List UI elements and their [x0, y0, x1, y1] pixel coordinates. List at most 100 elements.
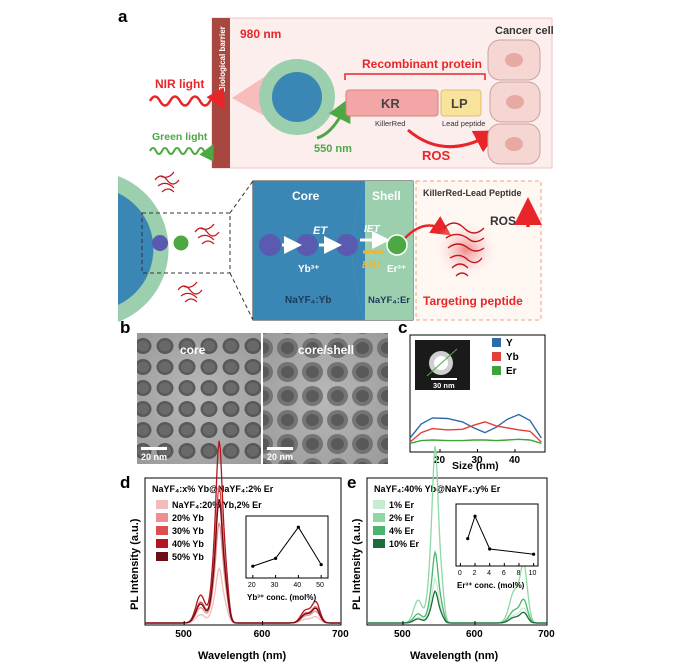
- panel-e-spectra: [367, 446, 547, 624]
- tem-shell-scale-text: 20 nm: [267, 452, 293, 462]
- surface-protein-1: [154, 171, 180, 193]
- emission-label: 550 nm: [314, 143, 352, 155]
- panel-d-inset-line: [252, 526, 322, 567]
- surface-protein-2: [194, 223, 220, 245]
- lp-box: [440, 89, 482, 117]
- panel-d-inset-frame: [245, 515, 329, 579]
- haadf-scalebar: [431, 378, 457, 380]
- large-particle-core: [118, 193, 154, 305]
- lp-label: LP: [451, 96, 468, 111]
- panel-e-legend-swatch: [373, 539, 385, 548]
- panel-e-inset-point: [473, 514, 477, 518]
- panel-d-legend-swatch: [156, 500, 168, 509]
- panel-d-x-tick-label: 700: [332, 629, 349, 640]
- core-formula: NaYF₄:Yb: [285, 295, 331, 306]
- nir-light-label: NIR light: [155, 77, 204, 91]
- cell-nucleus-1: [505, 53, 523, 67]
- ros-top-label: ROS: [422, 148, 451, 163]
- er-ion-label: Er³⁺: [387, 264, 406, 275]
- panel-d-inset-xlabel: Yb³⁺ conc. (mol%): [247, 593, 316, 602]
- panel-d-inset-point: [296, 525, 300, 529]
- panel-e-legend-swatch: [373, 500, 385, 509]
- legend-label-er: Er: [506, 366, 517, 377]
- panel-e-legend-swatch: [373, 513, 385, 522]
- panel-e-legend-label: 1% Er: [389, 500, 415, 510]
- panel-d-inset-tick-label: 40: [293, 582, 301, 589]
- panel-d-ylabel: PL Intensity (a.u.): [129, 518, 141, 610]
- panel-d-legend-swatch: [156, 526, 168, 535]
- legend-swatch-yb: [492, 352, 501, 361]
- green-light-label: Green light: [152, 131, 208, 143]
- panel-d-legend-label: 20% Yb: [172, 513, 204, 523]
- ros-arrow-top: [407, 128, 499, 153]
- x-tick-label: 20: [434, 455, 446, 466]
- panel-d-spectra: [145, 440, 341, 624]
- nir-wavelength: 980 nm: [240, 27, 281, 41]
- panel-d-legend-swatch: [156, 552, 168, 561]
- recombinant-bracket: [344, 73, 486, 80]
- panel-d-x-tick-label: 600: [254, 629, 271, 640]
- tem-core-label: core: [180, 343, 206, 357]
- targeting-peptide-label: Targeting peptide: [423, 294, 523, 308]
- tem-image-core: core 20 nm: [137, 333, 261, 464]
- panel-e-ylabel: PL Intensity (a.u.): [351, 518, 363, 610]
- tem-shell-scalebar: [267, 447, 293, 450]
- panel-e-legend-label: 2% Er: [389, 513, 415, 523]
- zoom-core-edge: [352, 181, 365, 320]
- haadf-scale-text: 30 nm: [433, 381, 455, 390]
- panel-e-inset-tick-label: 4: [487, 570, 491, 577]
- panel-d-x-tick-label: 500: [175, 629, 192, 640]
- panel-d-legend-label: 40% Yb: [172, 539, 204, 549]
- panel-e-inset-tick-label: 0: [458, 570, 462, 577]
- panel-d-legend-label: 50% Yb: [172, 552, 204, 562]
- panel-d-legend-label: 30% Yb: [172, 526, 204, 536]
- nir-wave: [148, 87, 225, 110]
- panel-c-xlabel: Size (nm): [452, 460, 499, 472]
- panel-e-legend-swatch: [373, 526, 385, 535]
- kr-box: [345, 89, 439, 117]
- core-label: Core: [292, 189, 320, 203]
- panel-d-inset-point: [319, 563, 323, 567]
- panel-e-x-tick-label: 500: [394, 629, 411, 640]
- tem-core-scale-text: 20 nm: [141, 452, 167, 462]
- tem-core-scalebar: [141, 447, 167, 450]
- panel-e-inset-tick-label: 6: [502, 570, 506, 577]
- cell-nucleus-3: [505, 137, 523, 151]
- panel-e-x-tick-label: 700: [538, 629, 555, 640]
- haadf-linescan: [426, 348, 458, 377]
- ros-bottom-label: ROS: [490, 214, 516, 228]
- ebt-label: EBT: [362, 260, 383, 271]
- kr-lp-label: KillerRed-Lead Peptide: [423, 188, 522, 198]
- yb-ion-label: Yb³⁺: [298, 264, 319, 275]
- panel-e-x-tick-label: 600: [466, 629, 483, 640]
- iet-label: IET: [364, 224, 380, 235]
- er-ion: [386, 234, 408, 256]
- yb-ion-3: [336, 234, 358, 256]
- killerred-protein-structure: [443, 222, 485, 277]
- er-to-protein-arrow: [404, 216, 452, 239]
- panel-e-spectrum-line: [367, 590, 547, 624]
- zoom-line-top: [229, 180, 254, 214]
- panel-e-inset-point: [466, 537, 470, 541]
- shell-label: Shell: [372, 189, 401, 203]
- panel-e-inset-point: [488, 547, 492, 551]
- protein-glow: [432, 220, 500, 280]
- panel-d-title: NaYF₄:x% Yb@NaYF₄:2% Er: [152, 484, 274, 494]
- panel-d-spectrum-line: [145, 498, 341, 624]
- profile-line-er: [409, 438, 542, 444]
- panel-label-e: e: [347, 473, 356, 492]
- panel-e-inset-tick-label: 10: [529, 570, 537, 577]
- small-er-ion: [172, 234, 190, 252]
- et-label: ET: [313, 225, 328, 237]
- x-tick-label: 30: [472, 455, 484, 466]
- surface-protein-3: [177, 281, 203, 303]
- profile-line-y: [409, 413, 542, 439]
- panel-c-lines: [409, 413, 542, 444]
- cancer-cell-label: Cancer cell: [495, 25, 554, 37]
- panel-e-xlabel: Wavelength (nm): [410, 650, 499, 662]
- panel-e-inset-line: [467, 514, 534, 555]
- panel-label-d: d: [120, 473, 130, 492]
- panel-e-inset-tick-label: 8: [516, 570, 520, 577]
